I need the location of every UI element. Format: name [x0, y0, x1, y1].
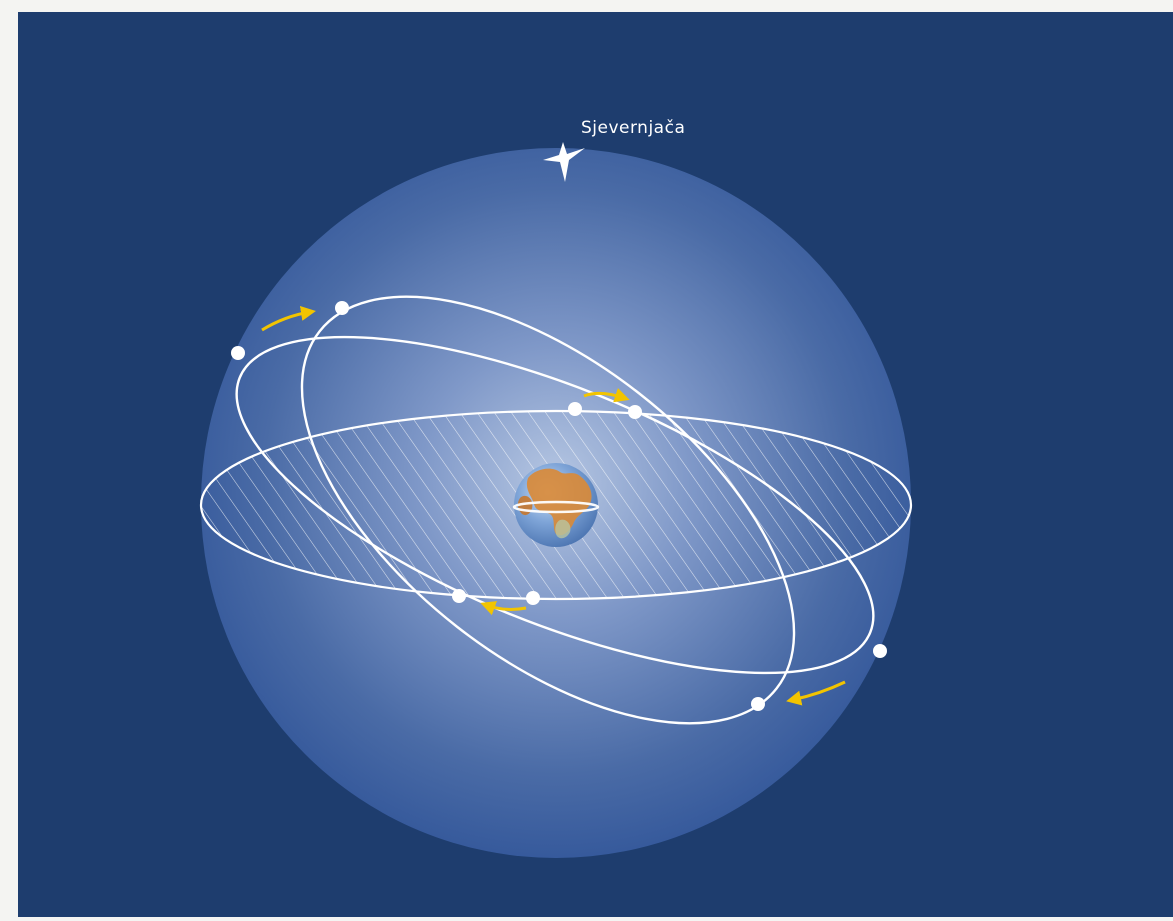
orbit-point: [231, 346, 245, 360]
orbit-point: [452, 589, 466, 603]
direction-arrow-icon: [261, 306, 316, 332]
north-star-label: Sjevernjača: [581, 118, 685, 138]
orbit-points: [231, 301, 887, 711]
orbit-ring-b: [300, 295, 796, 725]
earth-icon: [512, 463, 600, 547]
orbit-point: [628, 405, 642, 419]
orbit-point: [335, 301, 349, 315]
orbit-point: [526, 591, 540, 605]
direction-arrow-icon: [786, 680, 846, 706]
direction-arrow-icon: [480, 601, 527, 616]
orbit-ring-a: [235, 335, 875, 675]
direction-arrow-icon: [583, 388, 630, 403]
orbit-point: [568, 402, 582, 416]
orbit-point: [873, 644, 887, 658]
four-point-star-icon: [543, 142, 585, 182]
direction-arrows: [261, 306, 846, 706]
orbit-point: [751, 697, 765, 711]
